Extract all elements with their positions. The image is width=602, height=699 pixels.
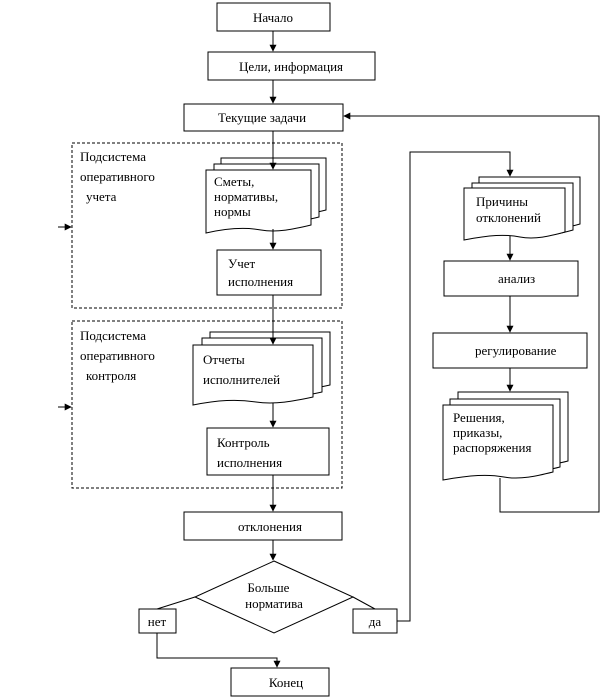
execution-accounting-box [216,249,322,296]
arrow-yes-causes [397,151,514,622]
decisions-document-label: Решения, приказы, распоряжения [453,410,531,455]
end-box [230,667,330,697]
arrow-feedback-tasks [343,112,600,513]
line-decision-yes [352,596,376,610]
goals-label: Цели, информация [239,59,343,74]
yes-label: да [369,614,382,629]
deviations-box [183,511,343,541]
start-box [216,2,331,32]
control-subsystem-label: Подсистема оперативного контроля [80,328,158,383]
execution-accounting-label: Учет исполнения [228,256,293,289]
decision-label: Больше норматива [245,580,303,611]
causes-document: Причины отклонений [463,176,581,241]
deviations-label: отклонения [238,519,302,534]
estimates-document: Сметы, нормативы, нормы [205,157,327,234]
reports-document-label: Отчеты исполнителей [203,352,280,387]
arrow-no-end [156,633,281,668]
start-label: Начало [253,10,293,25]
regulation-label: регулирование [475,343,557,358]
regulation-box [432,332,588,369]
execution-control-label: Контроль исполнения [217,435,282,470]
no-label: нет [148,614,167,629]
analysis-box [443,260,579,297]
decision-diamond [193,560,355,634]
line-decision-no [156,596,196,610]
control-subsystem-frame [71,320,343,489]
current-tasks-box [183,103,344,132]
goals-box [207,51,376,81]
accounting-subsystem-frame [71,142,343,309]
end-label: Конец [269,675,303,690]
accounting-subsystem-label: Подсистема оперативного учета [80,149,158,204]
analysis-label: анализ [498,271,535,286]
decisions-document: Решения, приказы, распоряжения [442,391,569,481]
reports-document: Отчеты исполнителей [192,331,331,406]
estimates-document-label: Сметы, нормативы, нормы [214,174,281,219]
current-tasks-label: Текущие задачи [218,110,306,125]
execution-control-box [206,427,330,476]
causes-document-label: Причины отклонений [476,194,541,225]
